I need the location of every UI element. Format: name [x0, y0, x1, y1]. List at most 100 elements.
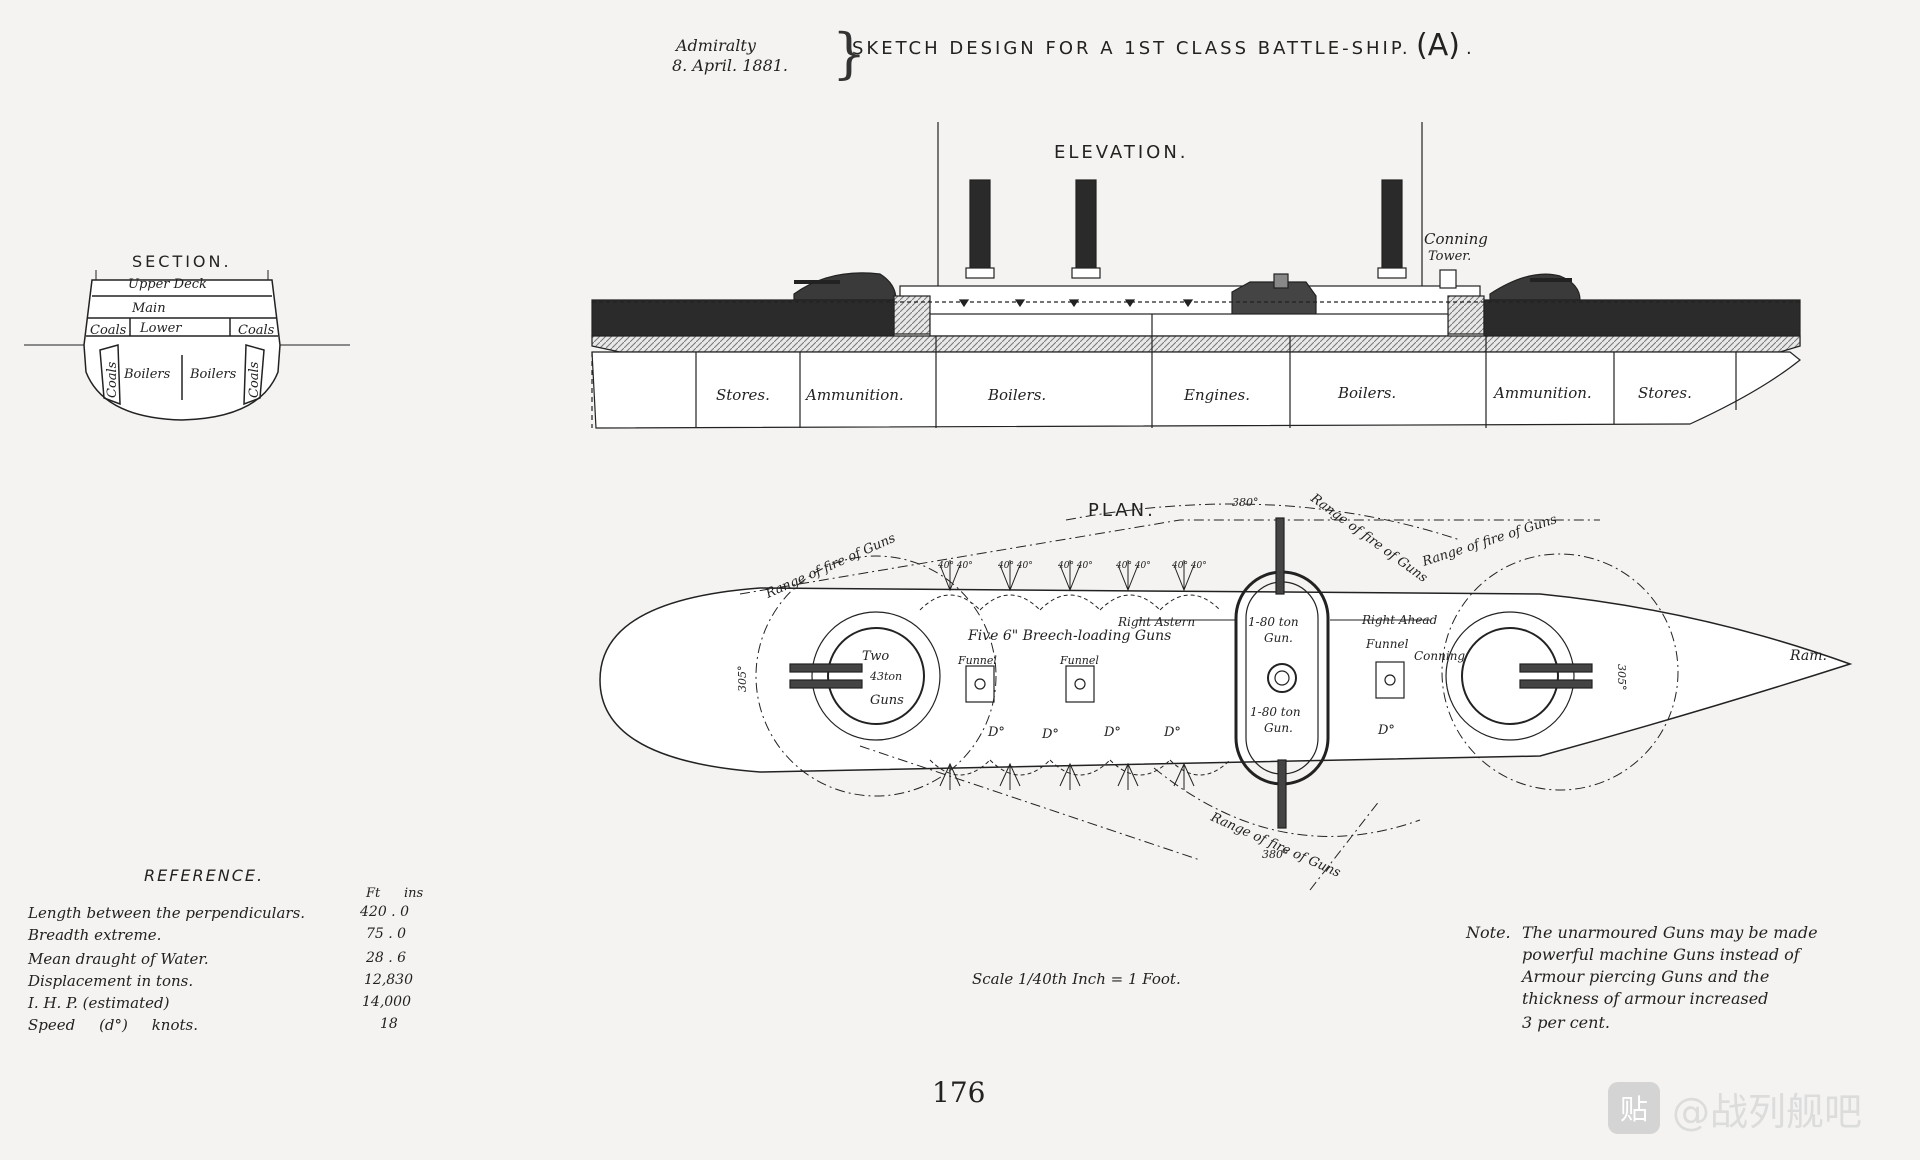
centre-gun-label-2: Gun. [1264, 631, 1293, 645]
funnel-elev-2 [1075, 179, 1097, 276]
scale-label: Scale 1/40th Inch = 1 Foot. [972, 970, 1181, 988]
aft-turret-label-1: Two [862, 649, 889, 664]
centre-gun-label-1: 1-80 ton [1248, 615, 1299, 629]
range-label-top: Range of fire of Guns [1307, 491, 1430, 586]
drawing-title: SKETCH DESIGN FOR A 1ST CLASS BATTLE-SHI… [852, 38, 1411, 59]
reference-unit-ins: ins [404, 886, 424, 901]
funnel-elev-1 [969, 179, 991, 276]
angle-label-aft: 305° [736, 666, 749, 693]
battery-label: Five 6" Breech-loading Guns [967, 628, 1171, 644]
aft-turret-ring [811, 611, 941, 741]
reference-row-value: 18 [380, 1016, 398, 1032]
funnel-label-3: Funnel [1365, 637, 1409, 651]
reference-row-label: Speed (d°) knots. [28, 1016, 198, 1034]
compartment-ammunition-fwd: Ammunition. [1492, 384, 1592, 402]
funnel-label-1: Funnel [957, 654, 997, 667]
aft-turret-label-3: Guns [870, 693, 904, 708]
range-label-bottom: Range of fire of Guns [1207, 810, 1343, 881]
section-label-coals-side-left: Coals [105, 361, 120, 398]
plan-hull [599, 587, 1853, 773]
header-date: 8. April. 1881. [672, 56, 789, 75]
reference-row-value: 28 . 6 [366, 950, 407, 966]
reference-row-label: Displacement in tons. [28, 972, 194, 990]
elevation-view [591, 122, 1801, 429]
conning-tower-elev [1439, 269, 1457, 289]
angle-label-top: 380° [1232, 496, 1259, 509]
fore-turret-ring [1445, 611, 1575, 741]
sector-label-3: 40° 40° [1057, 561, 1093, 571]
ditto-label-1: D° [987, 725, 1005, 740]
right-ahead-label: Right Ahead [1361, 613, 1438, 627]
sector-label-1: 40° 40° [937, 561, 973, 571]
compartment-boilers-aft: Boilers. [987, 386, 1046, 404]
right-astern-label: Right Astern [1117, 615, 1195, 629]
watermark-logo-icon: 贴 [1608, 1082, 1660, 1134]
header-admiralty: Admiralty [676, 36, 756, 55]
conning-tower-label-2: Tower. [1428, 249, 1471, 264]
note-label: Note. [1466, 923, 1511, 942]
note-line: powerful machine Guns instead of [1522, 945, 1800, 964]
elevation-title: ELEVATION. [1054, 142, 1189, 163]
note-line: Armour piercing Guns and the [1522, 967, 1770, 986]
note-line: The unarmoured Guns may be made [1522, 923, 1818, 942]
note-line: 3 per cent. [1522, 1013, 1610, 1032]
compartment-engines: Engines. [1183, 386, 1250, 404]
ditto-label-4: D° [1163, 725, 1181, 740]
reference-unit-ft: Ft [366, 886, 381, 901]
section-view [24, 270, 350, 421]
compartment-boilers-fwd: Boilers. [1337, 384, 1396, 402]
compartment-ammunition-aft: Ammunition. [804, 386, 904, 404]
reference-row-value: 75 . 0 [366, 926, 407, 942]
elevation-labels: Conning Tower. Stores. Ammunition. Boile… [716, 230, 1692, 404]
page-number: 176 [932, 1076, 986, 1109]
funnel-plan-3 [1375, 661, 1405, 699]
angle-label-bottom: 380° [1262, 848, 1289, 861]
header-brace: } [832, 22, 867, 85]
range-label-fwd: Range of fire of Guns [1420, 512, 1559, 570]
reference-row-label: Length between the perpendiculars. [28, 904, 306, 922]
reference-row-value: 12,830 [364, 972, 413, 988]
centre-gun-label-3: 1-80 ton [1250, 705, 1301, 719]
aft-turret-label-2: 43ton [869, 670, 902, 683]
ditto-label-2: D° [1041, 727, 1059, 742]
conning-label-plan: Conning [1414, 649, 1465, 663]
plan-title: PLAN. [1088, 500, 1156, 521]
section-title: SECTION. [132, 252, 232, 271]
title-end: . [1466, 38, 1475, 59]
watermark: 贴 @战列舰吧 [1608, 1082, 1898, 1134]
funnel-plan-2 [1065, 665, 1095, 703]
reference-row-label: Mean draught of Water. [28, 950, 209, 968]
section-label-coals-left: Coals [90, 323, 127, 338]
funnel-label-2: Funnel [1059, 654, 1099, 667]
reference-row-value: 14,000 [362, 994, 411, 1010]
section-label-coals-side-right: Coals [247, 361, 262, 398]
reference-row-value: 420 . 0 [360, 904, 409, 920]
sector-label-2: 40° 40° [997, 561, 1033, 571]
section-label-coals-right: Coals [238, 323, 275, 338]
section-label-upper-deck: Upper Deck [128, 277, 207, 292]
ram-label: Ram. [1789, 648, 1827, 664]
reference-title: REFERENCE. [144, 866, 265, 885]
section-label-main: Main [131, 301, 166, 316]
note-line: thickness of armour increased [1522, 989, 1769, 1008]
angle-label-fwd: 305° [1615, 664, 1628, 691]
reference-row-label: Breadth extreme. [28, 926, 162, 944]
centre-gun-label-4: Gun. [1264, 721, 1293, 735]
section-label-lower: Lower [139, 321, 182, 336]
watermark-text: @战列舰吧 [1672, 1089, 1863, 1134]
design-variant: (A) [1416, 28, 1460, 63]
sector-label-5: 40° 40° [1171, 561, 1207, 571]
reference-row-label: I. H. P. (estimated) [28, 994, 170, 1012]
funnel-elev-3 [1381, 179, 1403, 276]
plan-view [599, 503, 1853, 891]
compartment-stores-fwd: Stores. [1638, 384, 1692, 402]
compartment-stores-aft: Stores. [716, 386, 770, 404]
ditto-label-5: D° [1377, 723, 1395, 738]
section-label-boilers-left: Boilers [123, 367, 171, 382]
ditto-label-3: D° [1103, 725, 1121, 740]
sector-label-4: 40° 40° [1115, 561, 1151, 571]
section-labels: Upper Deck Main Lower Coals Coals Boiler… [90, 277, 275, 398]
funnel-plan-1 [965, 665, 995, 703]
section-label-boilers-right: Boilers [189, 367, 237, 382]
